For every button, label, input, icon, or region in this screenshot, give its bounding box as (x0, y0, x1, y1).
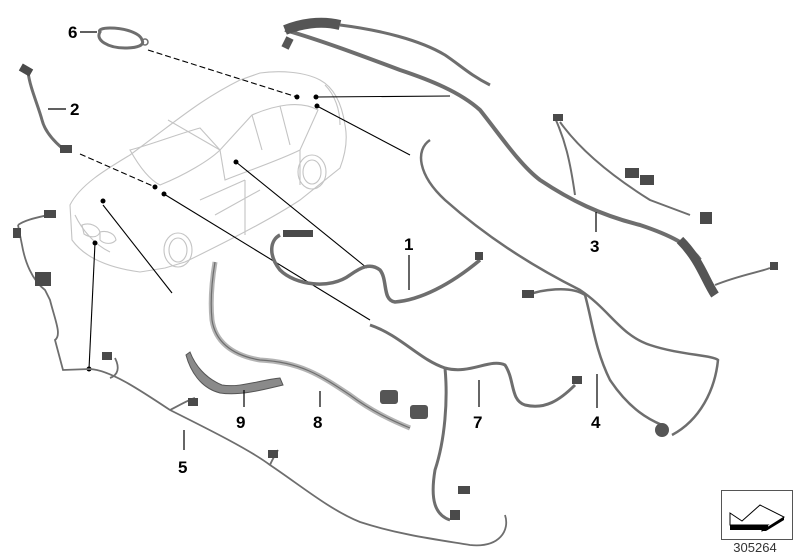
reference-number: 305264 (733, 540, 777, 555)
part-5-pdc-harness (13, 210, 508, 547)
callout-3: 3 (590, 237, 600, 256)
leader-lines (79, 49, 451, 370)
reference-arrow-box (721, 490, 793, 540)
callout-8: 8 (313, 413, 323, 432)
callout-1: 1 (404, 235, 414, 254)
part-3-main-harness (281, 17, 778, 298)
callout-6: 6 (68, 23, 78, 42)
callout-7: 7 (473, 413, 483, 432)
part-2-sensor-cable (18, 63, 72, 153)
car-outline (69, 71, 347, 273)
callout-4: 4 (591, 413, 601, 432)
arrow-icon (729, 504, 786, 532)
callout-2: 2 (70, 100, 80, 119)
part-7-cable (369, 323, 582, 522)
leader-dots (86, 94, 320, 372)
part-1-washer-hose (270, 230, 483, 304)
part-4-cable (419, 138, 720, 437)
callout-9: 9 (236, 413, 246, 432)
callout-5: 5 (178, 458, 188, 477)
part-6-ground-strap (97, 26, 149, 50)
part-9-cable-duct (185, 351, 284, 395)
part-8-battery-cable (208, 261, 428, 431)
